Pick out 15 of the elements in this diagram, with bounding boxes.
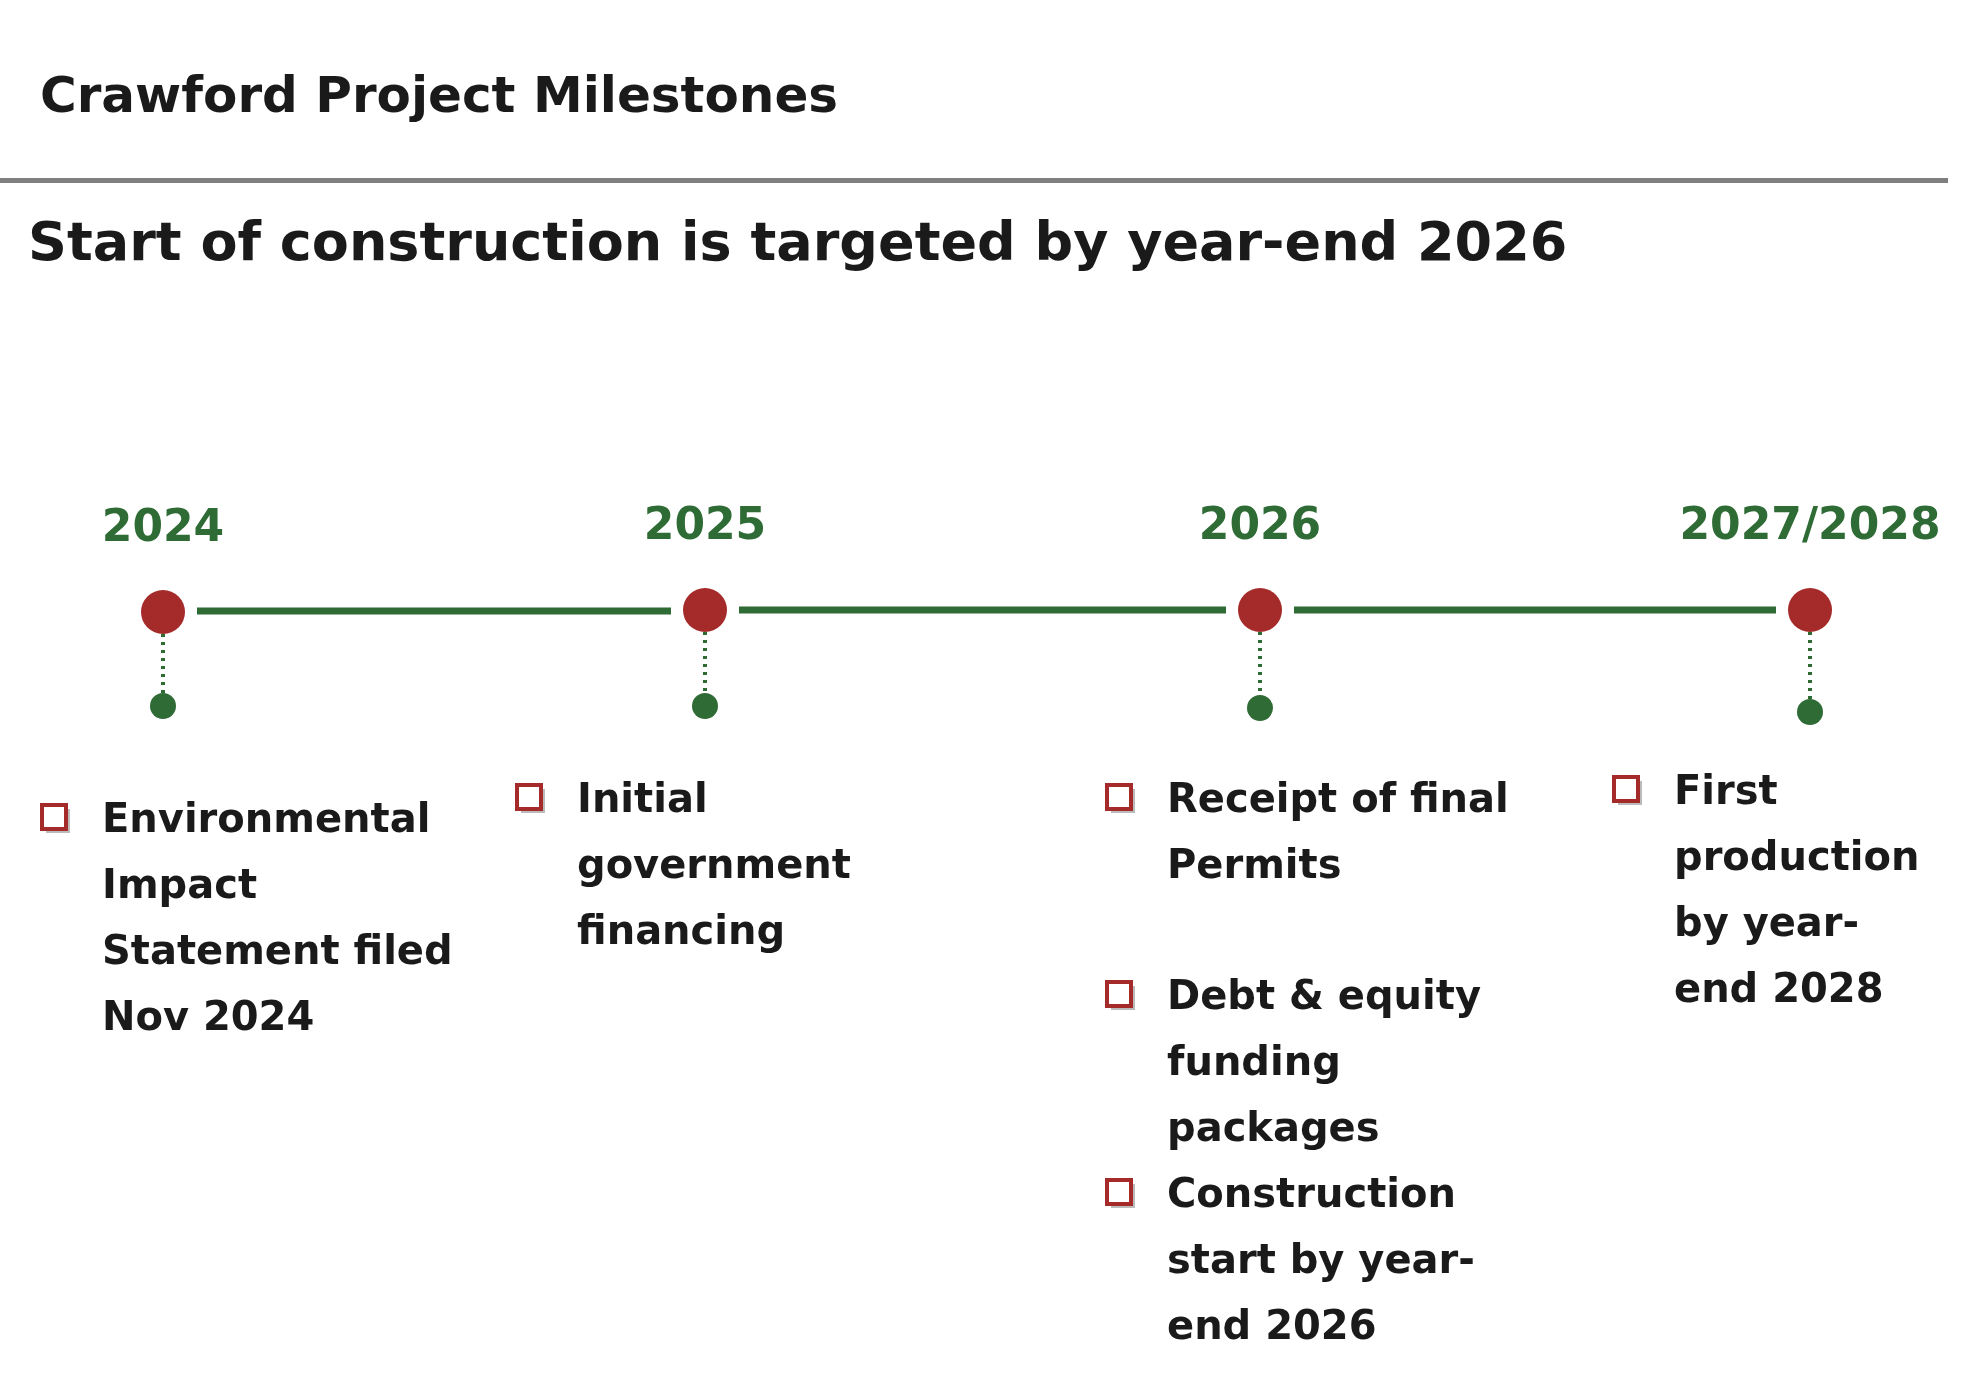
year-label: 2027/2028 <box>1679 498 1941 549</box>
slide-title: Crawford Project Milestones <box>40 66 839 124</box>
milestone-text: Receipt of final Permits <box>1167 774 1510 889</box>
subtitle: Start of construction is targeted by year-end 2026 <box>28 210 1568 273</box>
milestone-text: Environmental Impact Statement filed Nov 2024 <box>102 794 454 1041</box>
milestone-text: Initial government financing <box>577 774 852 955</box>
year-label: 2024 <box>101 500 225 551</box>
milestone-text: Debt & equity funding packages <box>1167 971 1482 1152</box>
milestone-text: Construction start by year-end 2026 <box>1167 1169 1476 1350</box>
year-label: 2026 <box>1198 498 1322 549</box>
dotted-connector <box>703 632 707 693</box>
dotted-connector <box>161 634 165 693</box>
dotted-connector <box>1808 632 1812 699</box>
milestone-text: First production by year-end 2028 <box>1674 766 1921 1013</box>
year-label: 2025 <box>643 498 767 549</box>
